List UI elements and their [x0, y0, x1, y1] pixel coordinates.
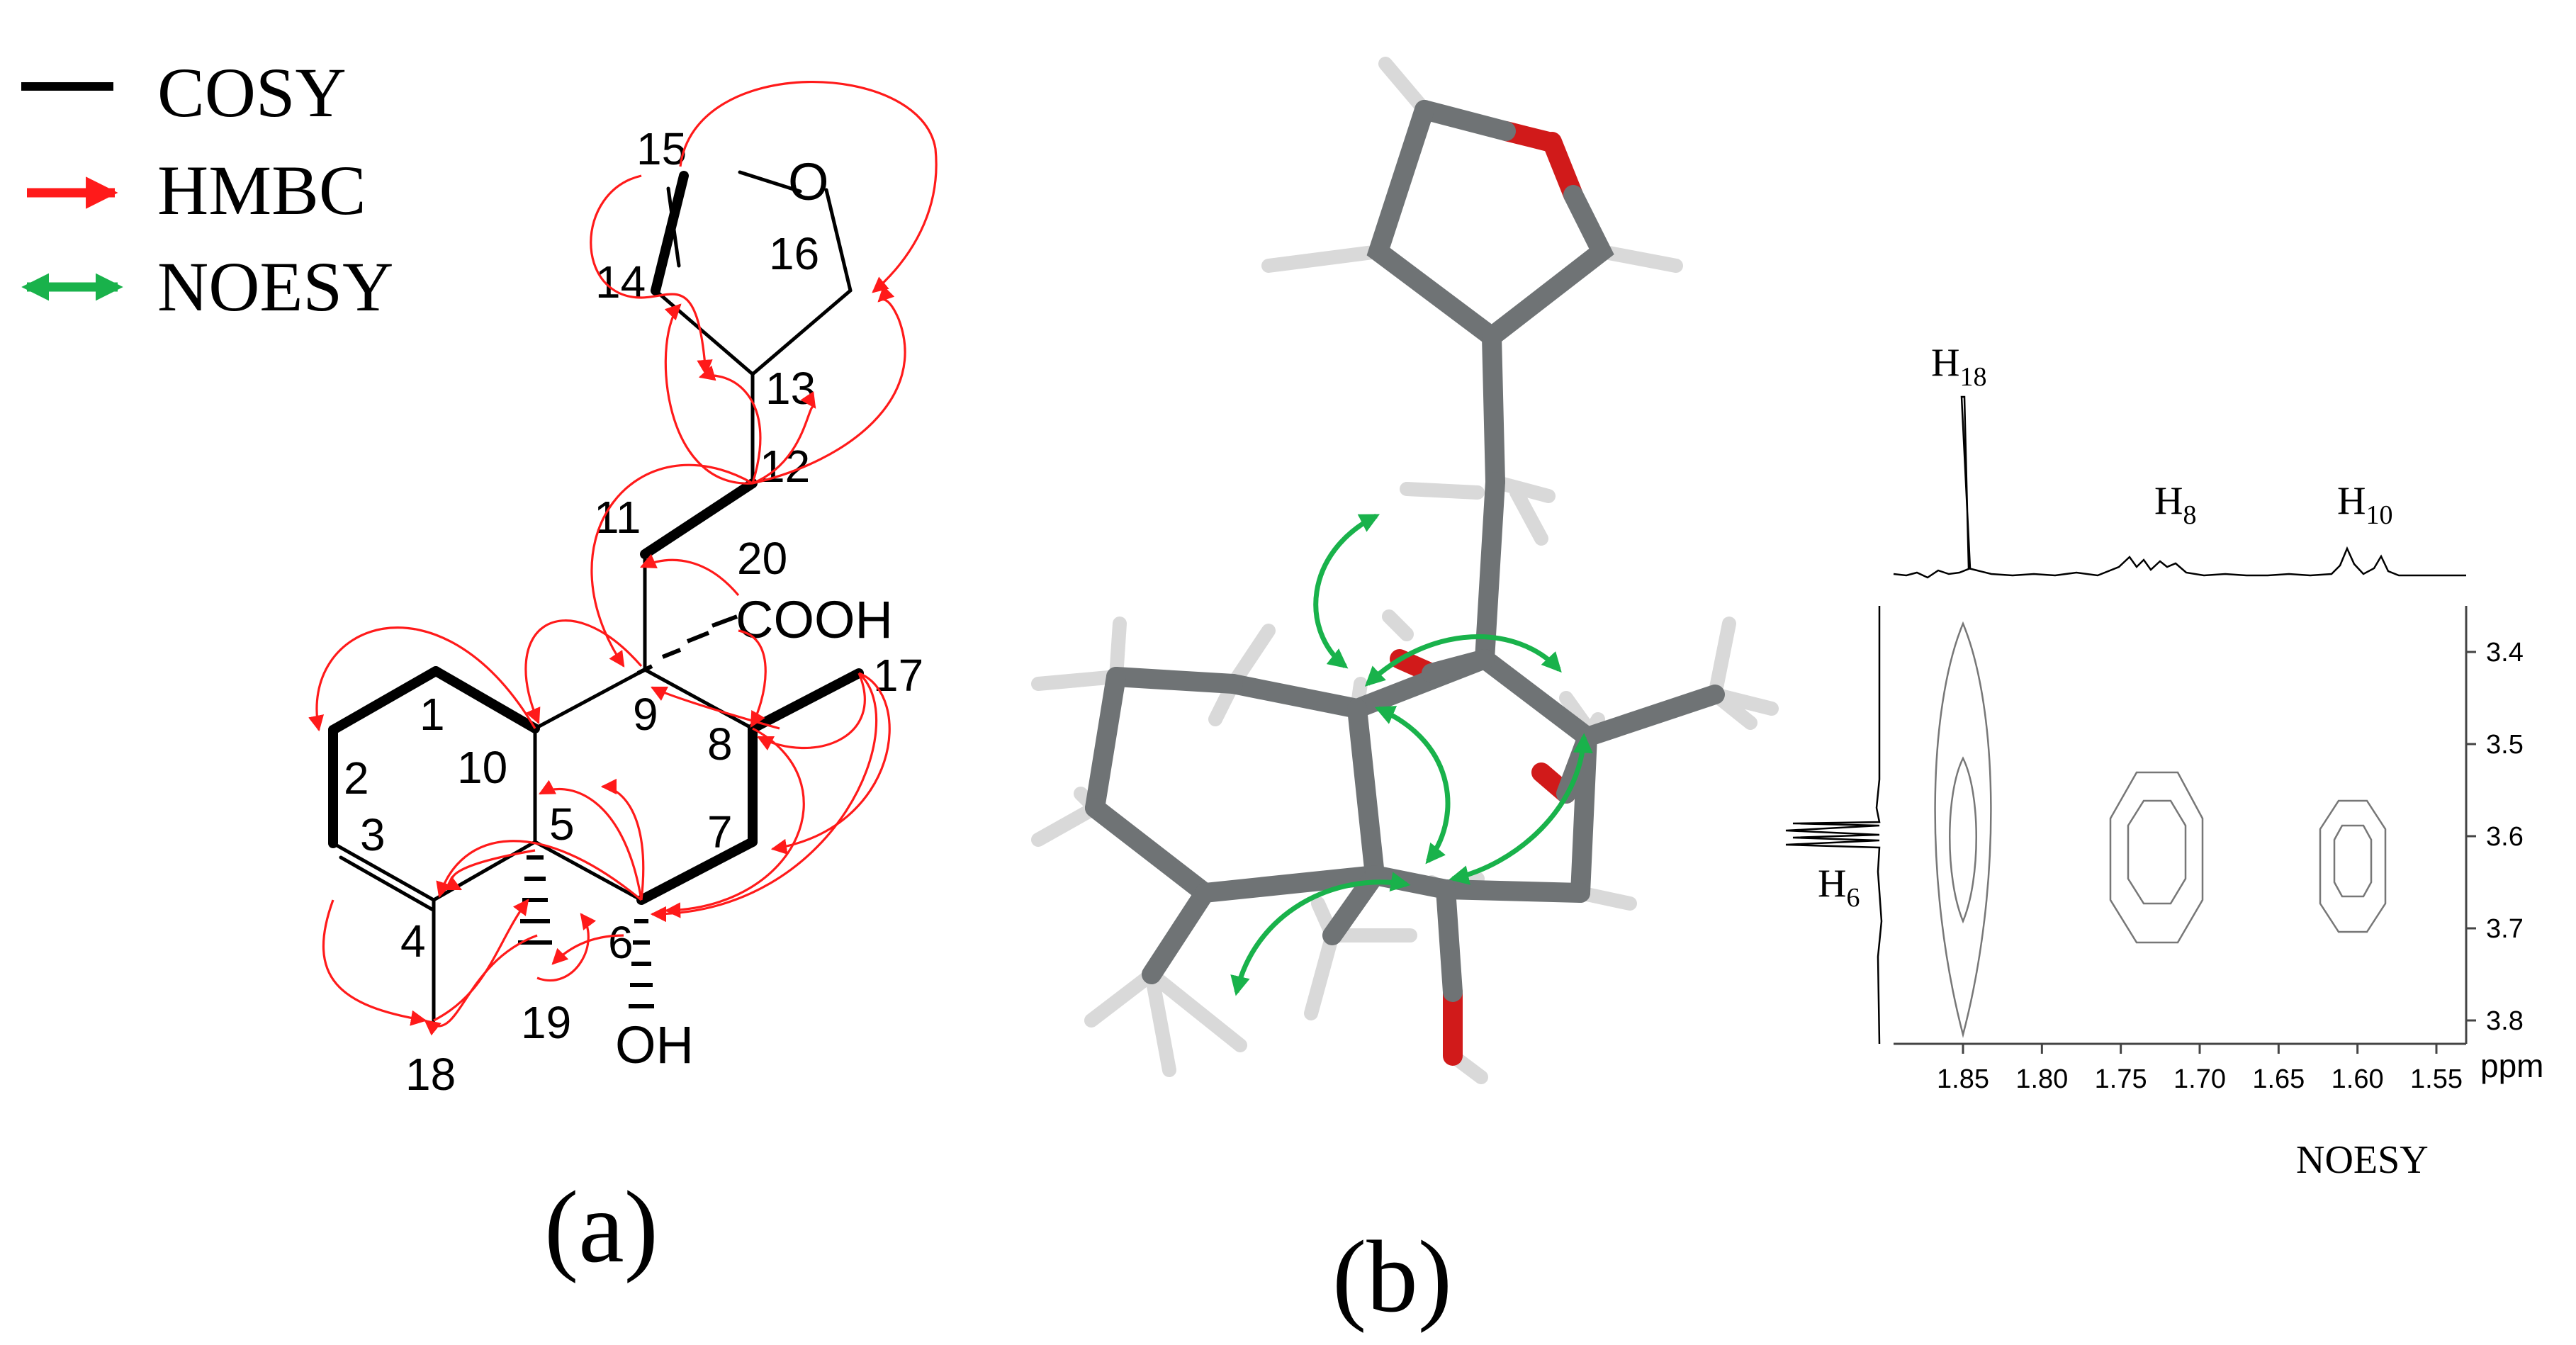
atom-labels: 1 2 3 4 5 6 7 8 9 10 11 12 13 14 15 16 1… [344, 123, 923, 1100]
atom-6: 6 [608, 917, 634, 968]
x-tick-label: 1.65 [2252, 1064, 2305, 1094]
noesy-arrows [1230, 513, 1593, 996]
peak-h10-label: H10 [2337, 479, 2392, 530]
peak-h6-label: H6 [1818, 862, 1860, 913]
atom-1: 1 [420, 689, 445, 740]
atom-13: 13 [765, 363, 816, 414]
x-tick-label: 1.60 [2332, 1064, 2384, 1094]
atom-4: 4 [400, 916, 426, 967]
x-tick-label: 1.55 [2410, 1064, 2463, 1094]
y-tick-label: 3.6 [2486, 822, 2524, 852]
y-tick-label: 3.8 [2486, 1006, 2524, 1036]
spectrum-title: NOESY [2296, 1138, 2429, 1182]
peak-h18-label: H18 [1931, 341, 1986, 392]
atom-18: 18 [405, 1049, 456, 1100]
furan-oxygen: O [788, 152, 829, 211]
molecule-3d-model [1031, 57, 1779, 1084]
cross-peak-h6-h8 [2109, 771, 2204, 944]
atom-5: 5 [549, 799, 575, 850]
hydroxyl-group: OH [615, 1015, 694, 1074]
atom-19: 19 [521, 997, 571, 1048]
left-projection-trace [1785, 606, 1883, 1045]
hash-bonds [518, 614, 738, 1008]
model-carbons [1085, 100, 1725, 1002]
x-tick-label: 1.80 [2015, 1064, 2068, 1094]
panel-b-label: (b) [1332, 1220, 1452, 1334]
x-axis-ticks: 1.85 1.80 1.75 1.70 1.65 1.60 1.55 [1937, 1044, 2463, 1094]
atom-8: 8 [707, 719, 733, 770]
panel-a-label: (a) [544, 1171, 658, 1284]
legend-hmbc-label: HMBC [157, 151, 366, 230]
atom-7: 7 [707, 806, 733, 857]
atom-12: 12 [760, 441, 810, 492]
x-tick-label: 1.85 [1937, 1064, 1989, 1094]
cross-peak-h6-h18 [1934, 621, 1992, 1038]
y-axis-ticks: 3.4 3.5 3.6 3.7 3.8 [2466, 638, 2524, 1036]
peak-h8-label: H8 [2154, 479, 2196, 530]
atom-16: 16 [769, 228, 819, 279]
atom-14: 14 [595, 257, 646, 308]
y-tick-label: 3.4 [2486, 638, 2524, 668]
structure-2d: 1 2 3 4 5 6 7 8 9 10 11 12 13 14 15 16 1… [308, 80, 938, 1100]
cross-peak-h6-h10 [2319, 799, 2387, 933]
x-tick-label: 1.75 [2095, 1064, 2147, 1094]
top-projection-trace [1893, 395, 2466, 579]
atom-2: 2 [344, 753, 369, 804]
atom-15: 15 [636, 123, 687, 174]
atom-11: 11 [594, 492, 641, 543]
legend-cosy-label: COSY [157, 53, 347, 132]
legend: COSY HMBC NOESY [21, 53, 393, 326]
x-tick-label: 1.70 [2173, 1064, 2226, 1094]
y-tick-label: 3.5 [2486, 730, 2524, 760]
legend-noesy-label: NOESY [157, 247, 393, 326]
y-tick-label: 3.7 [2486, 914, 2524, 944]
cosy-bonds [328, 171, 864, 905]
atom-20: 20 [737, 533, 787, 584]
hmbc-arrows [308, 80, 938, 1036]
atom-9: 9 [633, 689, 658, 740]
spectrum-unit-label: ppm [2480, 1047, 2543, 1084]
model-hydrogens [1031, 57, 1779, 1084]
atom-3: 3 [360, 809, 386, 860]
atom-10: 10 [457, 742, 507, 793]
carboxyl-group: COOH [736, 590, 893, 649]
